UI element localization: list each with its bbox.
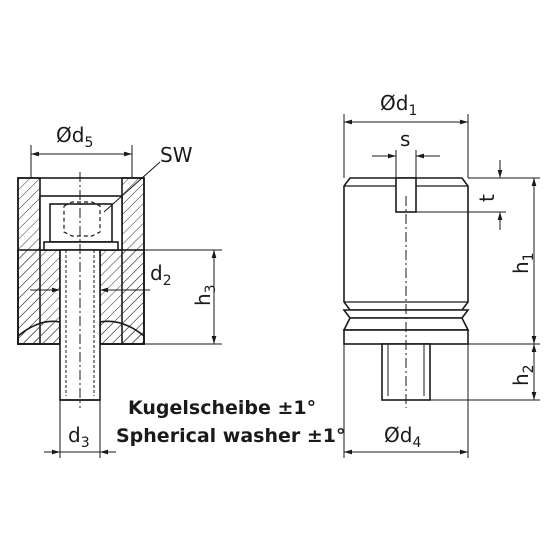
label-h1: h1 [509,252,537,274]
right-dimension-lines [343,114,540,458]
label-d1: Ød1 [380,91,417,119]
label-d3: d3 [68,423,90,451]
slot [395,177,417,213]
right-side-view [342,177,470,408]
caption-german: Kugelscheibe ±1° [128,397,316,419]
label-s: s [400,127,410,151]
screw-collar [43,241,119,251]
label-h3: h3 [191,284,219,306]
screw-head [49,203,113,243]
caption-english: Spherical washer ±1° [116,425,346,447]
label-d4: Ød4 [384,423,421,451]
left-dimension-lines [30,145,222,458]
label-d5: Ød5 [56,123,93,151]
label-t: t [475,194,499,202]
svg-text:h1: h1 [509,252,537,274]
label-h2: h2 [509,364,537,386]
hex-socket [63,201,101,237]
svg-text:t: t [475,194,499,202]
svg-text:h3: h3 [191,284,219,306]
left-section-view [17,172,145,408]
label-sw: SW [160,143,193,167]
label-d2: d2 [150,261,172,289]
svg-text:h2: h2 [509,364,537,386]
